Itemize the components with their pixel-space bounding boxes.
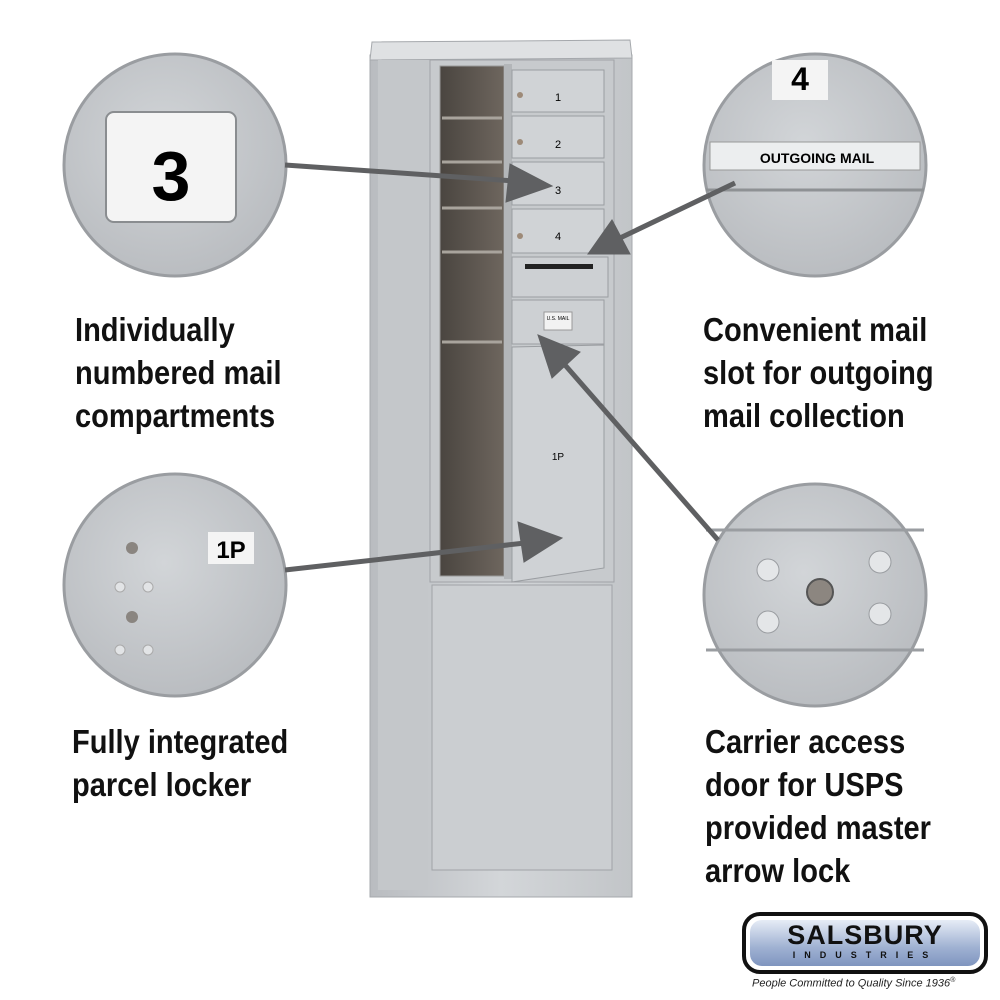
badge-parcel: 1P [216, 537, 245, 564]
caption-line: numbered mail [75, 354, 282, 391]
us-mail-label: U.S. MAIL [547, 316, 570, 322]
compartment-doors: 1 2 3 4 [511, 69, 605, 254]
logo-tagline: People Committed to Quality Since 1936® [752, 977, 955, 990]
tagline-text: People Committed to Quality Since 1936 [752, 977, 951, 990]
caption-outgoing-slot: Convenient mail slot for outgoing mail c… [703, 308, 934, 437]
caption-line: Individually [75, 311, 235, 348]
caption-line: slot for outgoing [703, 354, 934, 391]
callout-top-right: 4 OUTGOING MAIL [702, 52, 928, 278]
callout-arrows [284, 162, 737, 573]
badge-number: 4 [791, 61, 809, 97]
outgoing-mail-label: OUTGOING MAIL [760, 150, 875, 166]
caption-line: mail collection [703, 397, 905, 434]
pedestal-panel [431, 584, 613, 871]
door-number: 3 [555, 185, 561, 197]
caption-carrier-door: Carrier access door for USPS provided ma… [705, 720, 931, 892]
caption-line: parcel locker [72, 766, 252, 803]
caption-line: arrow lock [705, 852, 851, 889]
door-number: 2 [555, 139, 561, 151]
registered-mark: ® [950, 977, 956, 984]
caption-line: provided master [705, 809, 931, 846]
outgoing-mail-slot [511, 256, 609, 298]
caption-line: Fully integrated [72, 723, 289, 760]
badge-number: 3 [152, 137, 191, 215]
callout-bottom-left: 1P [62, 472, 288, 698]
callout-bottom-right [702, 482, 928, 708]
callout-top-left: 3 [62, 52, 288, 278]
logo-sub: INDUSTRIES [792, 950, 938, 960]
caption-line: Carrier access [705, 723, 906, 760]
salsbury-logo: SALSBURY INDUSTRIES [742, 912, 988, 974]
parcel-label: 1P [552, 452, 565, 463]
door-number: 4 [555, 231, 561, 243]
logo-name: SALSBURY [787, 920, 943, 950]
caption-parcel-locker: Fully integrated parcel locker [72, 720, 288, 806]
door-number: 1 [555, 92, 561, 104]
caption-numbered-compartments: Individually numbered mail compartments [75, 308, 282, 437]
caption-line: door for USPS [705, 766, 904, 803]
parcel-locker-door [511, 344, 605, 583]
mailbox-unit: 1 2 3 4 U.S. MAIL 1P [369, 39, 633, 898]
caption-line: compartments [75, 397, 276, 434]
caption-line: Convenient mail [703, 311, 928, 348]
